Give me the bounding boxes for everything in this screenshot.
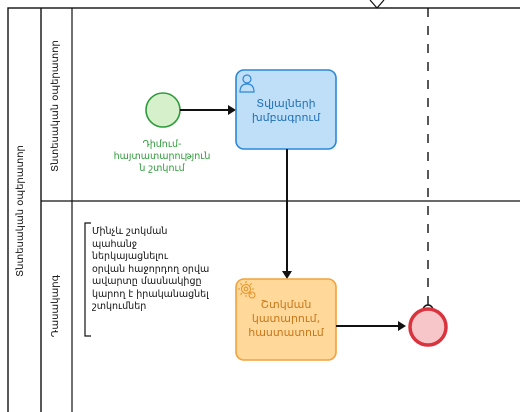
annotation-line: ավարտը մասնակիցը: [92, 276, 202, 287]
end-event-icon[interactable]: [408, 307, 448, 347]
annotation-line: կարող է իրականացնել: [92, 288, 209, 300]
arrowhead: [398, 321, 406, 331]
annotation-line: Մինչև շտկման: [92, 226, 168, 237]
service-task-label: Շտկման կատարում, հաստատում: [248, 298, 324, 339]
user-task-label: Տվյալների խմբագրում: [251, 97, 321, 124]
lane-label-class: Դասակարգ: [50, 274, 61, 338]
service-task-box[interactable]: [235, 278, 337, 361]
user-icon: [239, 74, 255, 93]
lane-label-operator: Տնտեսական օպերատոր: [50, 40, 61, 172]
arrowhead: [228, 105, 236, 115]
annotation-bracket: [84, 222, 91, 337]
arrowhead: [282, 271, 292, 279]
start-event-label: Դիմում- հայտատարություն ն շտկում: [113, 139, 211, 174]
annotation-text: Մինչև շտկման պահանջ ներկայացնելու օրվան …: [92, 226, 232, 314]
start-event-icon[interactable]: [145, 92, 181, 128]
annotation-line: շտկումներ: [92, 301, 147, 312]
pool-label: Տնտեսական օպերատոր: [15, 145, 26, 277]
gear-icon: [238, 281, 256, 299]
annotation-line: օրվան հաջորդող օրվա: [92, 263, 210, 275]
annotation-line: ներկայացնելու: [92, 251, 168, 262]
message-arrow-top: [369, 0, 385, 9]
annotation-line: պահանջ: [92, 238, 138, 250]
